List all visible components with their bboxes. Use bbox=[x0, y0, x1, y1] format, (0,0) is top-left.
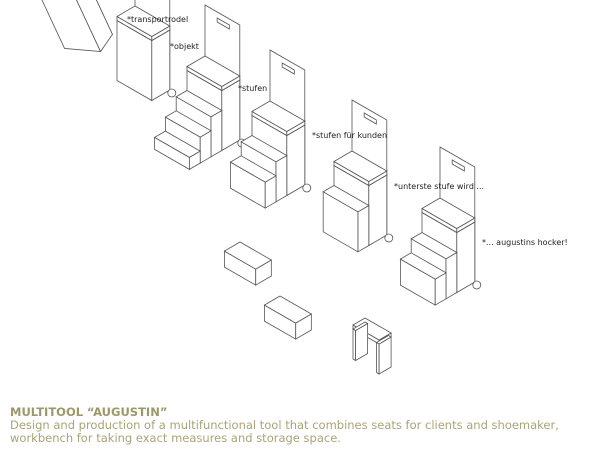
label-stufen: *stufen bbox=[238, 84, 268, 93]
step-1-top bbox=[322, 185, 370, 213]
label-transportrodel: *transportrodel bbox=[127, 15, 189, 24]
label-stufen-fuer-kunden: *stufen für kunden bbox=[312, 131, 388, 140]
wheel-icon bbox=[167, 88, 177, 98]
back-board-handle bbox=[363, 112, 377, 125]
wheel-icon bbox=[302, 183, 312, 193]
step-1-top bbox=[240, 135, 288, 163]
step-2-top bbox=[164, 110, 212, 138]
back-board-handle bbox=[216, 17, 230, 30]
cabinet-side bbox=[368, 174, 388, 247]
transport-model bbox=[37, 0, 114, 53]
cabinet-side bbox=[151, 29, 171, 102]
caption: MULTITOOL “AUGUSTIN” Design and producti… bbox=[10, 406, 590, 445]
wheel-icon bbox=[384, 233, 394, 243]
back-board-handle bbox=[451, 159, 465, 172]
caption-line-1: Design and production of a multifunction… bbox=[10, 418, 559, 432]
label-objekt: *objekt bbox=[170, 42, 199, 51]
loose-box-top bbox=[223, 241, 273, 270]
step-2-top bbox=[229, 155, 277, 183]
hocker-model bbox=[399, 146, 482, 306]
cabinet-front bbox=[39, 0, 102, 52]
hocker-stool bbox=[352, 317, 392, 375]
caption-title: MULTITOOL “AUGUSTIN” bbox=[10, 405, 168, 419]
cabinet-side bbox=[286, 124, 306, 197]
seat-top bbox=[116, 5, 171, 37]
label-unterste-stufe: *unterste stufe wird ... bbox=[394, 182, 485, 191]
label-augustins-hocker: *... augustins hocker! bbox=[482, 238, 568, 247]
seat-top bbox=[421, 197, 476, 229]
stufen-model bbox=[153, 4, 247, 171]
seat-top bbox=[251, 100, 306, 132]
step-1-side bbox=[357, 204, 370, 253]
cabinet-side bbox=[456, 221, 476, 294]
unterste-model bbox=[263, 99, 394, 340]
step-2-top bbox=[399, 252, 447, 280]
step-1-side bbox=[275, 154, 288, 203]
step-3-top bbox=[153, 130, 201, 158]
stufen-kunden-model bbox=[223, 49, 312, 286]
step-1-side bbox=[445, 251, 458, 300]
stool-leg-right-top bbox=[375, 335, 392, 345]
loose-box-top bbox=[263, 295, 313, 324]
seat-top bbox=[333, 150, 388, 182]
step-1-top bbox=[410, 232, 458, 260]
step-1-top bbox=[175, 90, 223, 118]
step-1-side bbox=[210, 109, 223, 158]
objekt-model bbox=[116, 0, 177, 102]
stool-leg-left-top bbox=[352, 321, 369, 331]
cabinet-side bbox=[75, 0, 113, 53]
seat-top bbox=[186, 55, 241, 87]
caption-line-2: workbench for taking exact measures and … bbox=[10, 431, 341, 445]
multitool-sequence-drawing bbox=[37, 0, 482, 375]
back-board-handle bbox=[281, 62, 295, 75]
wheel-icon bbox=[472, 280, 482, 290]
